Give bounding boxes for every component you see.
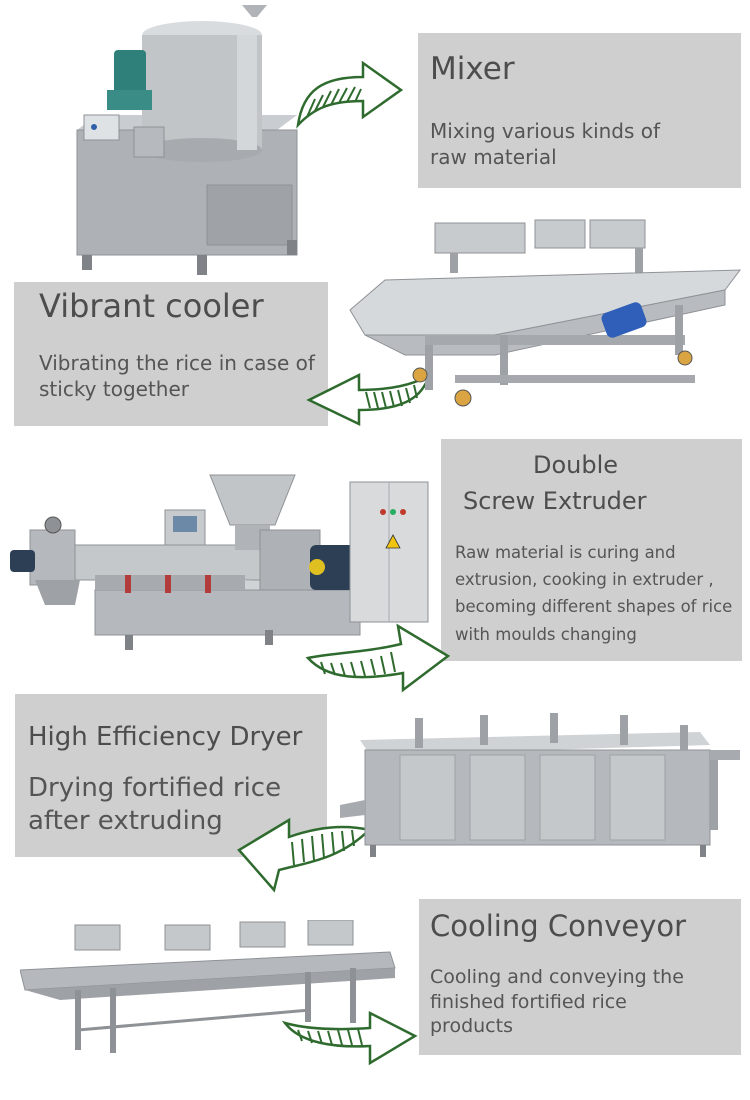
- curved-arrow-right-icon: [296, 60, 404, 129]
- curved-arrow-right-icon: [305, 623, 451, 693]
- extruder-title-line1: Double: [533, 451, 619, 479]
- curved-arrow-left-icon: [306, 372, 432, 426]
- cooling-conveyor-info-panel: Cooling Conveyor Cooling and conveying t…: [419, 899, 741, 1055]
- extruder-description: Raw material is curing and extrusion, co…: [455, 543, 733, 644]
- cooling-conveyor-description: Cooling and conveying the finished forti…: [430, 966, 684, 1038]
- cooling-conveyor-machine-image: [20, 920, 396, 1053]
- extruder-info-panel: Double Screw Extruder Raw material is cu…: [441, 439, 742, 661]
- dryer-description: Drying fortified rice after extruding: [28, 773, 282, 836]
- cooling-conveyor-title: Cooling Conveyor: [430, 909, 687, 943]
- extruder-title-line2: Screw Extruder: [463, 487, 647, 515]
- curved-arrow-left-icon: [237, 817, 372, 893]
- curved-arrow-right-icon: [281, 1010, 418, 1066]
- dryer-title: High Efficiency Dryer: [28, 722, 303, 752]
- mixer-description: Mixing various kinds of raw material: [430, 119, 661, 169]
- mixer-info-panel: Mixer Mixing various kinds of raw materi…: [418, 33, 741, 188]
- vibrant-cooler-title: Vibrant cooler: [39, 287, 264, 325]
- vibrant-cooler-description: Vibrating the rice in case of sticky tog…: [39, 351, 315, 401]
- mixer-title: Mixer: [430, 51, 515, 87]
- double-screw-extruder-machine-image: [10, 474, 429, 650]
- dryer-machine-image: [340, 713, 740, 857]
- mixer-machine-image: [76, 5, 298, 275]
- vibrant-cooler-info-panel: Vibrant cooler Vibrating the rice in cas…: [14, 282, 328, 426]
- vibrant-cooler-machine-image: [349, 219, 742, 407]
